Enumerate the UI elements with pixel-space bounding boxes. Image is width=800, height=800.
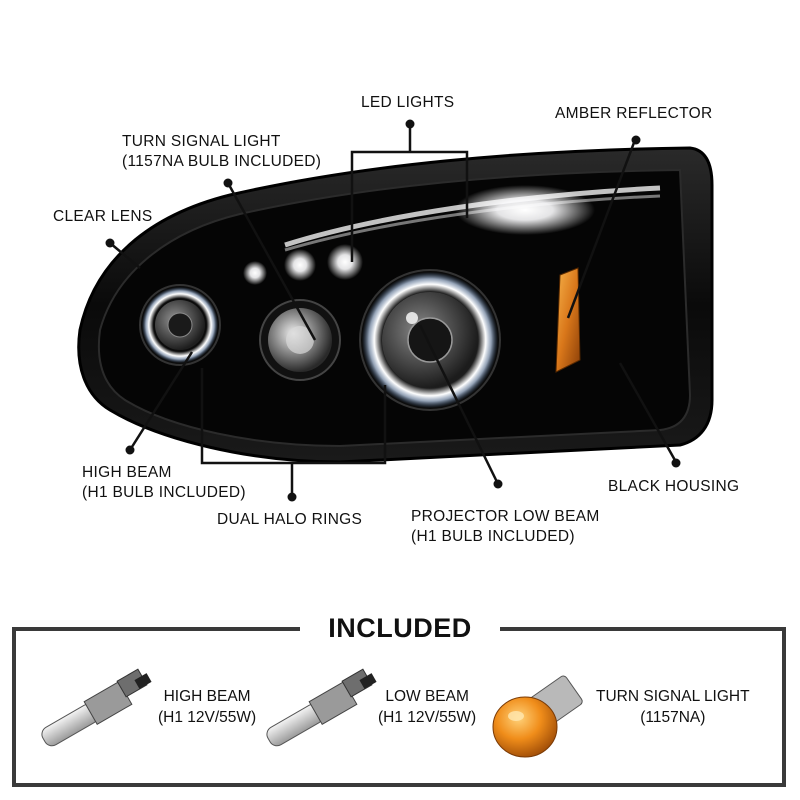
label-black-housing: BLACK HOUSING <box>608 478 740 495</box>
label-high-beam: HIGH BEAM (H1 BULB INCLUDED) <box>82 464 246 501</box>
h1-bulb-icon <box>41 668 152 747</box>
included-title: INCLUDED <box>300 610 500 646</box>
headlight-image <box>77 146 714 464</box>
label-clear-lens: CLEAR LENS <box>53 208 153 225</box>
low-beam-projector <box>359 269 501 411</box>
label-amber-reflector: AMBER REFLECTOR <box>555 105 713 122</box>
leader-lines <box>109 125 678 497</box>
included-item-turn-signal: TURN SIGNAL LIGHT (1157NA) <box>596 688 750 726</box>
h1-bulb-icon <box>266 668 377 747</box>
included-item-high-beam: HIGH BEAM (H1 12V/55W) <box>158 688 257 726</box>
amber-reflector <box>555 267 581 373</box>
leader-dots <box>105 119 681 502</box>
turn-signal-reflector <box>259 299 341 381</box>
amber-1157-bulb-icon <box>492 675 583 758</box>
label-dual-halo-rings: DUAL HALO RINGS <box>217 511 363 528</box>
label-turn-signal-light: TURN SIGNAL LIGHT (1157NA BULB INCLUDED) <box>122 133 322 170</box>
led-glow <box>455 185 595 235</box>
label-projector-low-beam: PROJECTOR LOW BEAM (H1 BULB INCLUDED) <box>411 508 600 545</box>
included-item-low-beam: LOW BEAM (H1 12V/55W) <box>378 688 477 726</box>
high-beam-projector <box>139 284 221 366</box>
label-led-lights: LED LIGHTS <box>361 94 455 111</box>
